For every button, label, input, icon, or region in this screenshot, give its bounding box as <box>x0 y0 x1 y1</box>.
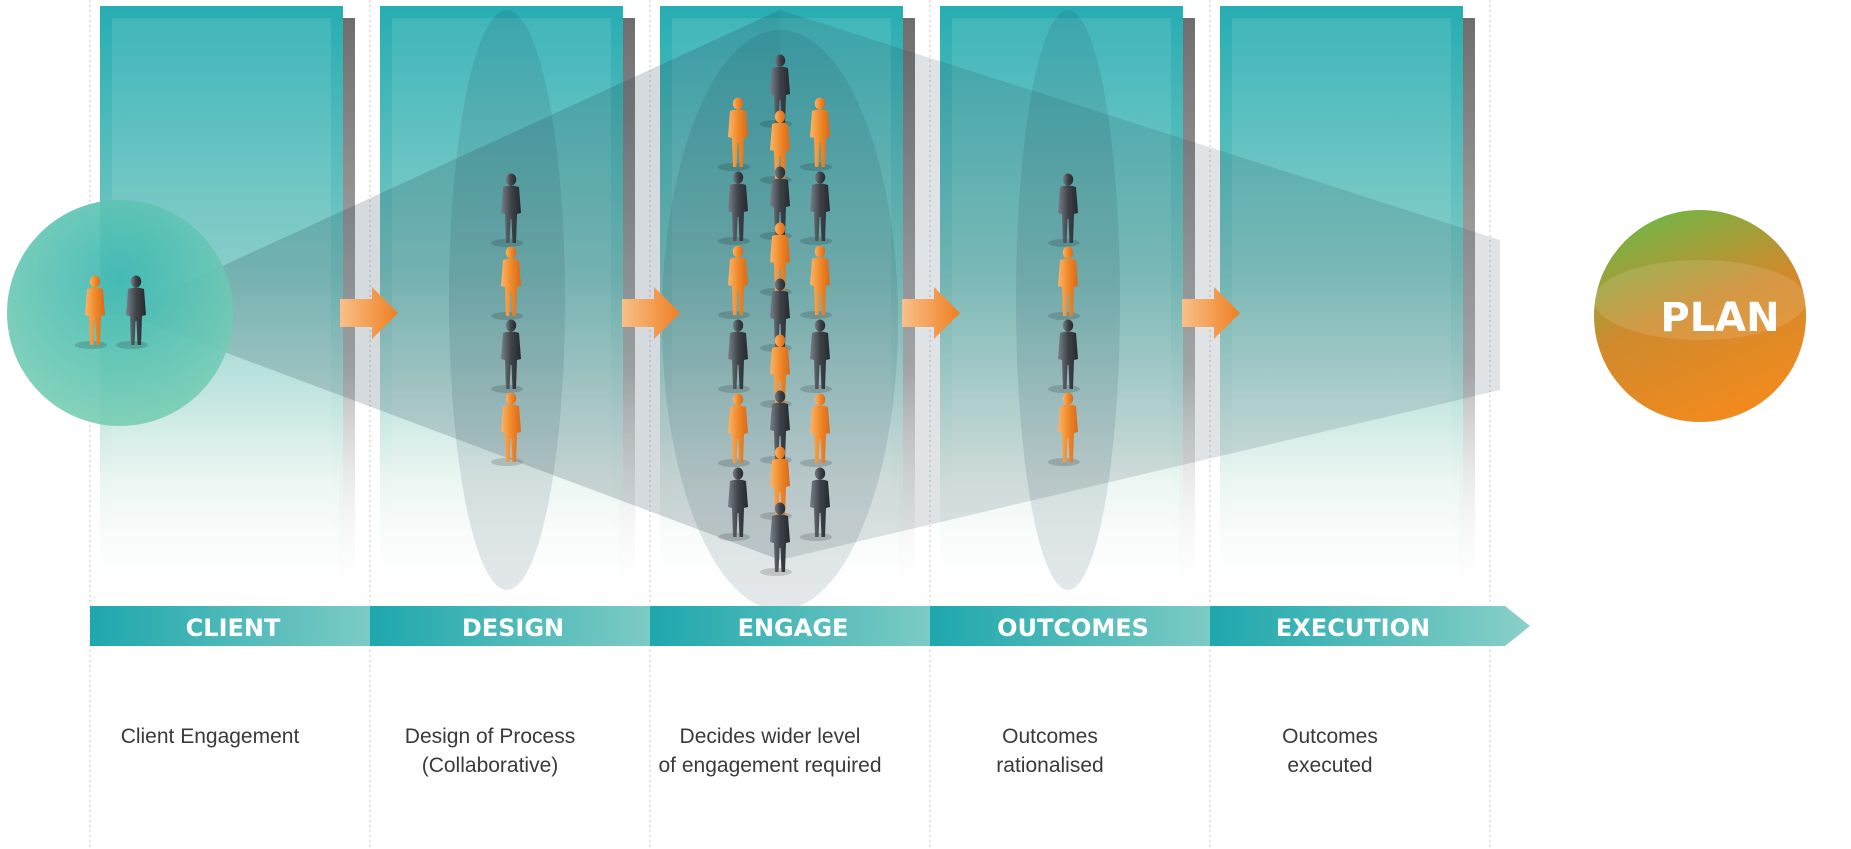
funnel-cone-left <box>120 10 780 560</box>
stage-banners: CLIENT DESIGN ENGAGE OUTCOMES EXECUTION <box>90 606 1530 646</box>
plan-label: PLAN <box>1660 295 1779 341</box>
outcomes-ellipse <box>1016 10 1120 590</box>
description-line: (Collaborative) <box>421 754 559 777</box>
column-inner-highlight <box>1232 18 1451 598</box>
column-body <box>940 6 1183 606</box>
column-separators <box>89 0 1491 849</box>
stage-name: CLIENT <box>186 614 281 642</box>
stage-name: DESIGN <box>462 614 564 642</box>
description-line: Outcomes <box>1282 725 1378 748</box>
banner-shape <box>90 606 410 646</box>
column-inner-highlight <box>952 18 1171 598</box>
column-body <box>1220 6 1463 606</box>
chevron-right-arrow-icon <box>340 287 398 339</box>
chevron-right-arrow-icon <box>1182 287 1240 339</box>
client-circle <box>7 200 233 426</box>
stage-description-design: Design of Process (Collaborative) <box>330 722 650 780</box>
column-body <box>380 6 623 606</box>
description-line: Design of Process <box>404 725 576 748</box>
description-line: Outcomes <box>1002 725 1098 748</box>
description-line: executed <box>1287 754 1373 777</box>
description-line: Client Engagement <box>120 725 300 748</box>
people-figures <box>75 54 1080 576</box>
stage-description-client: Client Engagement <box>50 722 370 751</box>
plan-circle: PLAN <box>1594 210 1806 422</box>
column-design <box>380 6 635 606</box>
stage-banner-client: CLIENT <box>90 606 410 646</box>
banner-shape <box>370 606 690 646</box>
column-inner-highlight <box>392 18 611 598</box>
stage-description-execution: Outcomes executed <box>1170 722 1490 780</box>
stage-name: OUTCOMES <box>997 614 1149 642</box>
stage-name: EXECUTION <box>1276 614 1430 642</box>
banner-shape <box>650 606 970 646</box>
column-execution <box>1220 6 1475 606</box>
stage-description-outcomes: Outcomes rationalised <box>890 722 1210 780</box>
stage-banner-engage: ENGAGE <box>650 606 970 646</box>
stage-banner-outcomes: OUTCOMES <box>930 606 1250 646</box>
description-line: rationalised <box>996 754 1104 777</box>
banner-shape <box>930 606 1250 646</box>
stage-name: ENGAGE <box>738 614 849 642</box>
stage-banner-design: DESIGN <box>370 606 690 646</box>
chevron-right-arrow-icon <box>902 287 960 339</box>
column-outcomes <box>940 6 1195 606</box>
banner-shape <box>1210 606 1530 646</box>
stage-description-engage: Decides wider level of engagement require… <box>610 722 930 780</box>
stage-banner-execution: EXECUTION <box>1210 606 1530 646</box>
description-line: of engagement required <box>658 754 882 777</box>
stage-arrows <box>340 287 1240 339</box>
description-line: Decides wider level <box>679 725 861 748</box>
chevron-right-arrow-icon <box>622 287 680 339</box>
